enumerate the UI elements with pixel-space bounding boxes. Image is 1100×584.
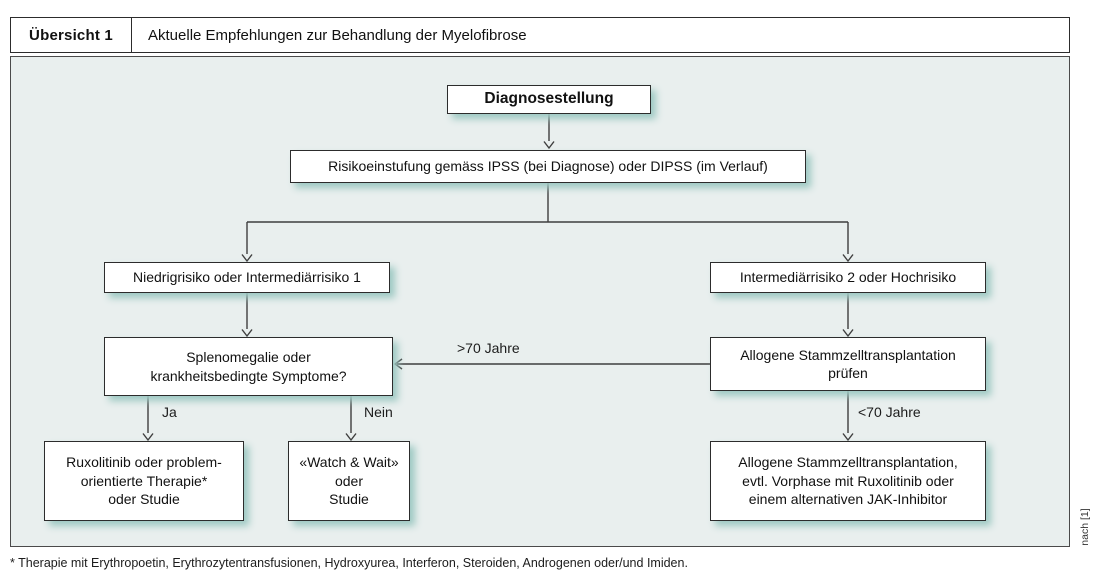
node-risk-classification: Risikoeinstufung gemäss IPSS (bei Diagno… [290,150,806,183]
arrow-lowrisk-to-splenomegaly [241,293,253,338]
edge-label-over-70: >70 Jahre [457,340,520,356]
node-ruxolitinib-therapy: Ruxolitinib oder problem- orientierte Th… [44,441,244,521]
arrow-highrisk-to-transplantcheck [842,293,854,338]
node-high-risk: Intermediärrisiko 2 oder Hochrisiko [710,262,986,293]
arrow-nein-to-watchwait [345,396,357,442]
figure-header: Übersicht 1 Aktuelle Empfehlungen zur Be… [10,17,1070,53]
flow-connectors [142,114,854,442]
node-splenomegaly-question: Splenomegalie oder krankheitsbedingte Sy… [104,337,393,396]
source-citation: nach [1] [1079,508,1091,546]
edge-label-under-70: <70 Jahre [858,404,921,420]
footnote: * Therapie mit Erythropoetin, Erythrozyt… [10,556,688,570]
node-allogeneic-transplant: Allogene Stammzelltransplantation, evtl.… [710,441,986,521]
arrow-over70-to-splenomegaly [393,358,710,370]
arrow-under70-to-transplant [842,391,854,442]
arrow-diagnosis-to-risk [543,114,555,150]
edge-label-ja: Ja [162,404,177,420]
arrow-ja-to-ruxolitinib [142,396,154,442]
node-low-risk: Niedrigrisiko oder Intermediärrisiko 1 [104,262,390,293]
branch-risk-split [241,183,854,263]
figure-title: Aktuelle Empfehlungen zur Behandlung der… [148,26,527,44]
node-transplant-check: Allogene Stammzelltransplantation prüfen [710,337,986,391]
node-watch-and-wait: «Watch & Wait» oder Studie [288,441,410,521]
node-diagnosestellung: Diagnosestellung [447,85,651,114]
figure-number-label: Übersicht 1 [11,18,132,52]
edge-label-nein: Nein [364,404,393,420]
